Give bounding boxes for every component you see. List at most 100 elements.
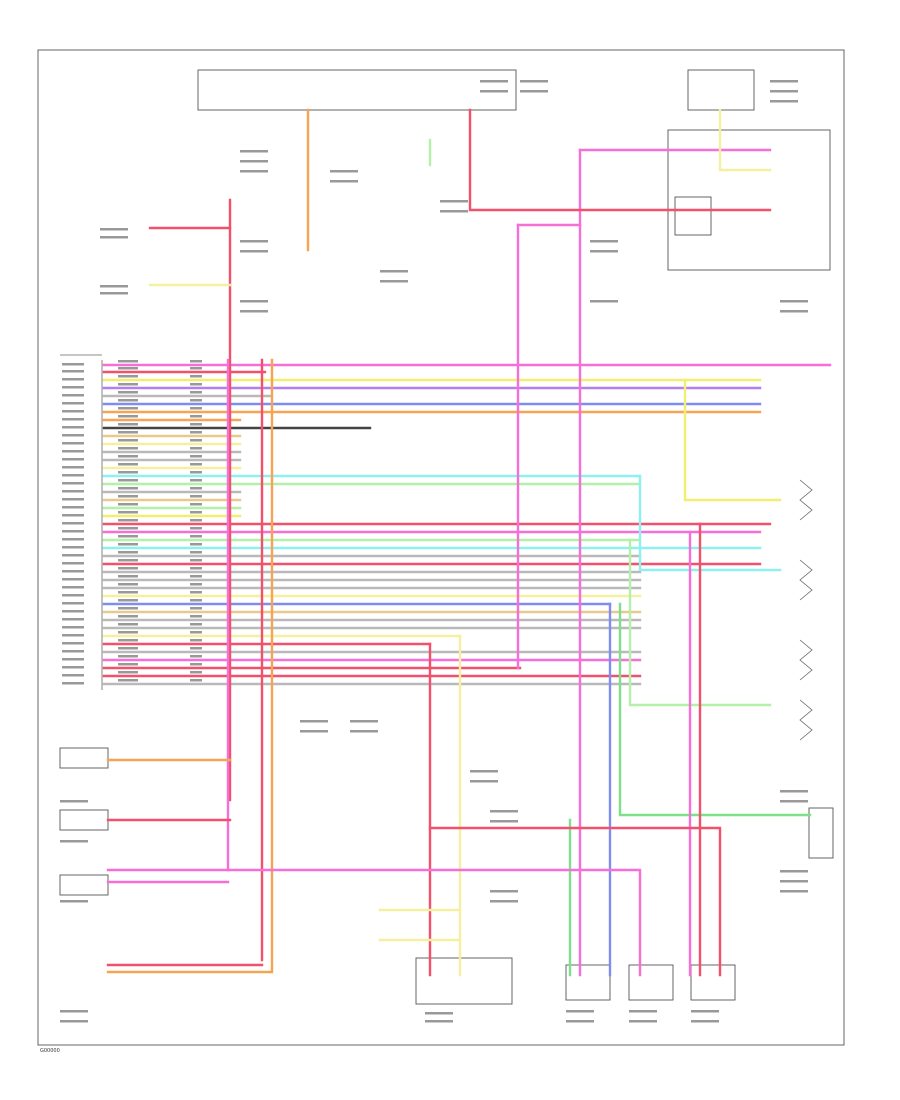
label-mark [118,551,138,554]
label-mark [240,310,268,313]
label-mark [330,180,358,183]
label-mark [770,80,798,83]
label-mark [62,674,84,677]
right-solenoid-box [808,807,834,859]
label-mark [629,1020,657,1023]
label-mark [190,439,202,442]
label-mark [440,200,468,203]
label-mark [118,431,138,434]
wire-green-low [618,602,812,817]
label-mark [62,538,84,541]
label-mark [62,634,84,637]
label-mark [190,615,202,618]
label-mark [190,511,202,514]
label-mark [330,170,358,173]
wire-red-top [468,108,772,212]
sensor-left-1 [59,747,109,769]
label-mark [190,575,202,578]
label-mark [190,463,202,466]
label-mark [62,370,84,373]
label-mark [62,610,84,613]
label-mark [190,503,202,506]
label-mark [190,663,202,666]
label-mark [118,575,138,578]
label-mark [62,402,84,405]
sensor-box-right [667,129,831,271]
label-mark [118,647,138,650]
wire-pink-low [106,868,642,977]
wire-group [102,108,832,977]
label-mark [62,530,84,533]
diagram-frame [37,49,845,1046]
label-mark [118,663,138,666]
label-mark [62,546,84,549]
label-mark [62,650,84,653]
label-mark [190,455,202,458]
label-mark [190,431,202,434]
label-mark [240,160,268,163]
relay-box [674,196,712,236]
label-mark [490,820,518,823]
label-mark [629,1010,657,1013]
label-mark [118,447,138,450]
label-mark [60,1020,88,1023]
label-mark [780,300,808,303]
label-mark [62,626,84,629]
label-mark [190,527,202,530]
label-mark [520,80,548,83]
label-mark [190,679,202,682]
label-mark [190,631,202,634]
label-mark [350,720,378,723]
label-mark [62,602,84,605]
label-mark [62,378,84,381]
label-mark [520,90,548,93]
label-mark [190,367,202,370]
wire-yellow-top-right [718,108,772,172]
label-mark [62,426,84,429]
label-mark [190,567,202,570]
label-mark [770,90,798,93]
label-mark [190,360,202,363]
label-mark [590,250,618,253]
label-mark [100,228,128,231]
label-mark [62,458,84,461]
label-mark [62,578,84,581]
label-mark [118,655,138,658]
label-mark [118,615,138,618]
label-mark [118,439,138,442]
label-mark [118,559,138,562]
label-mark [62,386,84,389]
sensor-left-2 [59,809,109,831]
label-mark [118,471,138,474]
label-mark [118,407,138,410]
label-marks [60,80,808,1023]
label-mark [118,671,138,674]
label-mark [380,270,408,273]
wire-yellow-right [683,378,782,502]
label-mark [118,631,138,634]
label-mark [190,495,202,498]
label-mark [490,890,518,893]
label-mark [62,410,84,413]
label-mark [190,519,202,522]
label-mark [118,391,138,394]
label-mark [62,658,84,661]
label-mark [190,671,202,674]
label-mark [300,730,328,733]
sensor-left-3 [59,874,109,896]
label-mark [62,522,84,525]
label-mark [118,375,138,378]
label-mark [190,479,202,482]
label-mark [190,607,202,610]
label-mark [240,170,268,173]
label-mark [118,503,138,506]
label-mark [62,514,84,517]
label-mark [190,471,202,474]
label-mark [118,383,138,386]
label-mark [190,415,202,418]
label-mark [62,450,84,453]
label-mark [590,300,618,303]
label-mark [62,594,84,597]
label-mark [62,490,84,493]
fuse-box-top [197,69,517,111]
